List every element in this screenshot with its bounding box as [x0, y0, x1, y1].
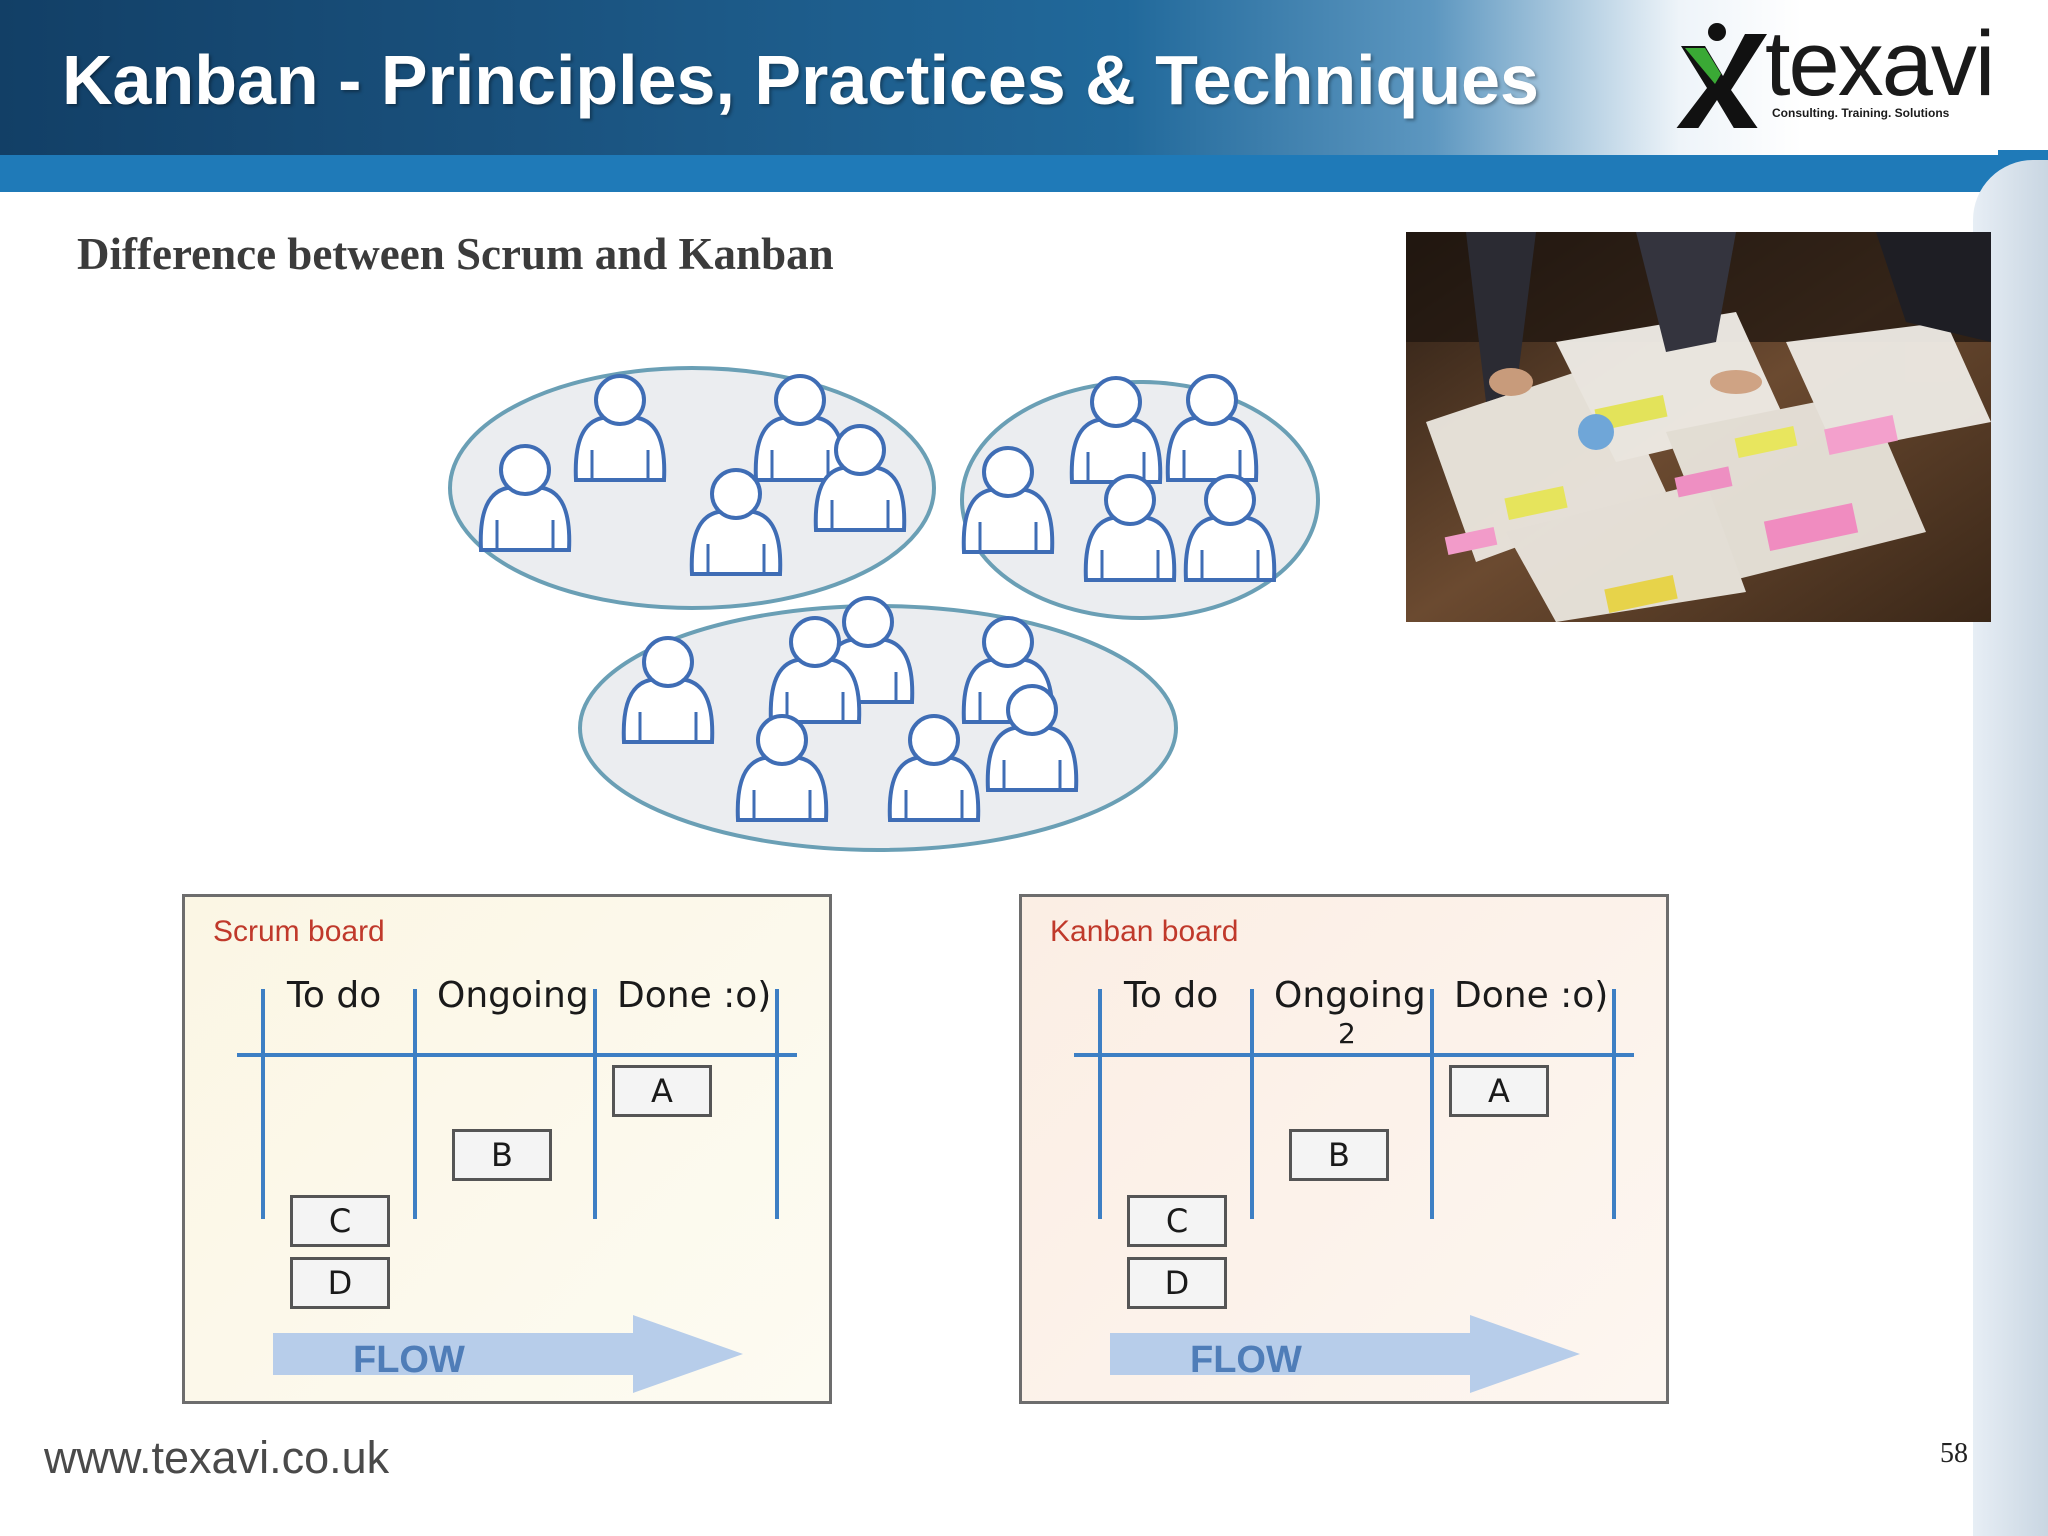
kanban-board: Kanban board To do Ongoing Done :o) 2 A …: [1019, 894, 1669, 1404]
slide-subtitle: Difference between Scrum and Kanban: [77, 229, 834, 279]
kanban-col-ongoing: Ongoing: [1274, 975, 1426, 1016]
logo-wordmark: texavi: [1765, 13, 1995, 115]
kanban-header-rule: [1074, 1053, 1634, 1057]
slide-title: Kanban - Principles, Practices & Techniq…: [62, 41, 1539, 119]
kanban-card-a: A: [1449, 1065, 1549, 1117]
kanban-card-c: C: [1127, 1195, 1227, 1247]
kanban-wip-limit: 2: [1338, 1017, 1356, 1050]
scrum-card-a: A: [612, 1065, 712, 1117]
kanban-card-d: D: [1127, 1257, 1227, 1309]
logo-figure-icon: [1675, 23, 1767, 130]
kanban-board-title: Kanban board: [1050, 915, 1239, 948]
scrum-divider: [775, 989, 779, 1219]
kanban-divider: [1098, 989, 1102, 1219]
kanban-divider: [1250, 989, 1254, 1219]
scrum-board: Scrum board To do Ongoing Done :o) A B C…: [182, 894, 832, 1404]
scrum-card-b: B: [452, 1129, 552, 1181]
kanban-col-todo: To do: [1124, 975, 1219, 1016]
logo-tagline: Consulting. Training. Solutions: [1772, 106, 1950, 120]
scrum-board-title: Scrum board: [213, 915, 385, 948]
scrum-header-rule: [237, 1053, 797, 1057]
team-meeting-photo: [1406, 232, 1991, 622]
scrum-divider: [593, 989, 597, 1219]
scrum-col-done: Done :o): [617, 975, 772, 1016]
flow-arrow-icon: [1110, 1315, 1580, 1393]
scrum-flow-label: FLOW: [353, 1339, 465, 1381]
kanban-col-done: Done :o): [1454, 975, 1609, 1016]
teams-diagram: [448, 366, 1320, 852]
footer-website: www.texavi.co.uk: [44, 1432, 390, 1483]
kanban-card-b: B: [1289, 1129, 1389, 1181]
kanban-divider: [1430, 989, 1434, 1219]
scrum-col-todo: To do: [287, 975, 382, 1016]
kanban-divider: [1612, 989, 1616, 1219]
kanban-flow-label: FLOW: [1190, 1339, 1302, 1381]
scrum-col-ongoing: Ongoing: [437, 975, 589, 1016]
texavi-logo: texavi Consulting. Training. Solutions: [1675, 13, 1995, 130]
page-number: 58: [1940, 1438, 1968, 1469]
scrum-divider: [413, 989, 417, 1219]
flow-arrow-icon: [273, 1315, 743, 1393]
scrum-divider: [261, 989, 265, 1219]
scrum-card-d: D: [290, 1257, 390, 1309]
scrum-card-c: C: [290, 1195, 390, 1247]
